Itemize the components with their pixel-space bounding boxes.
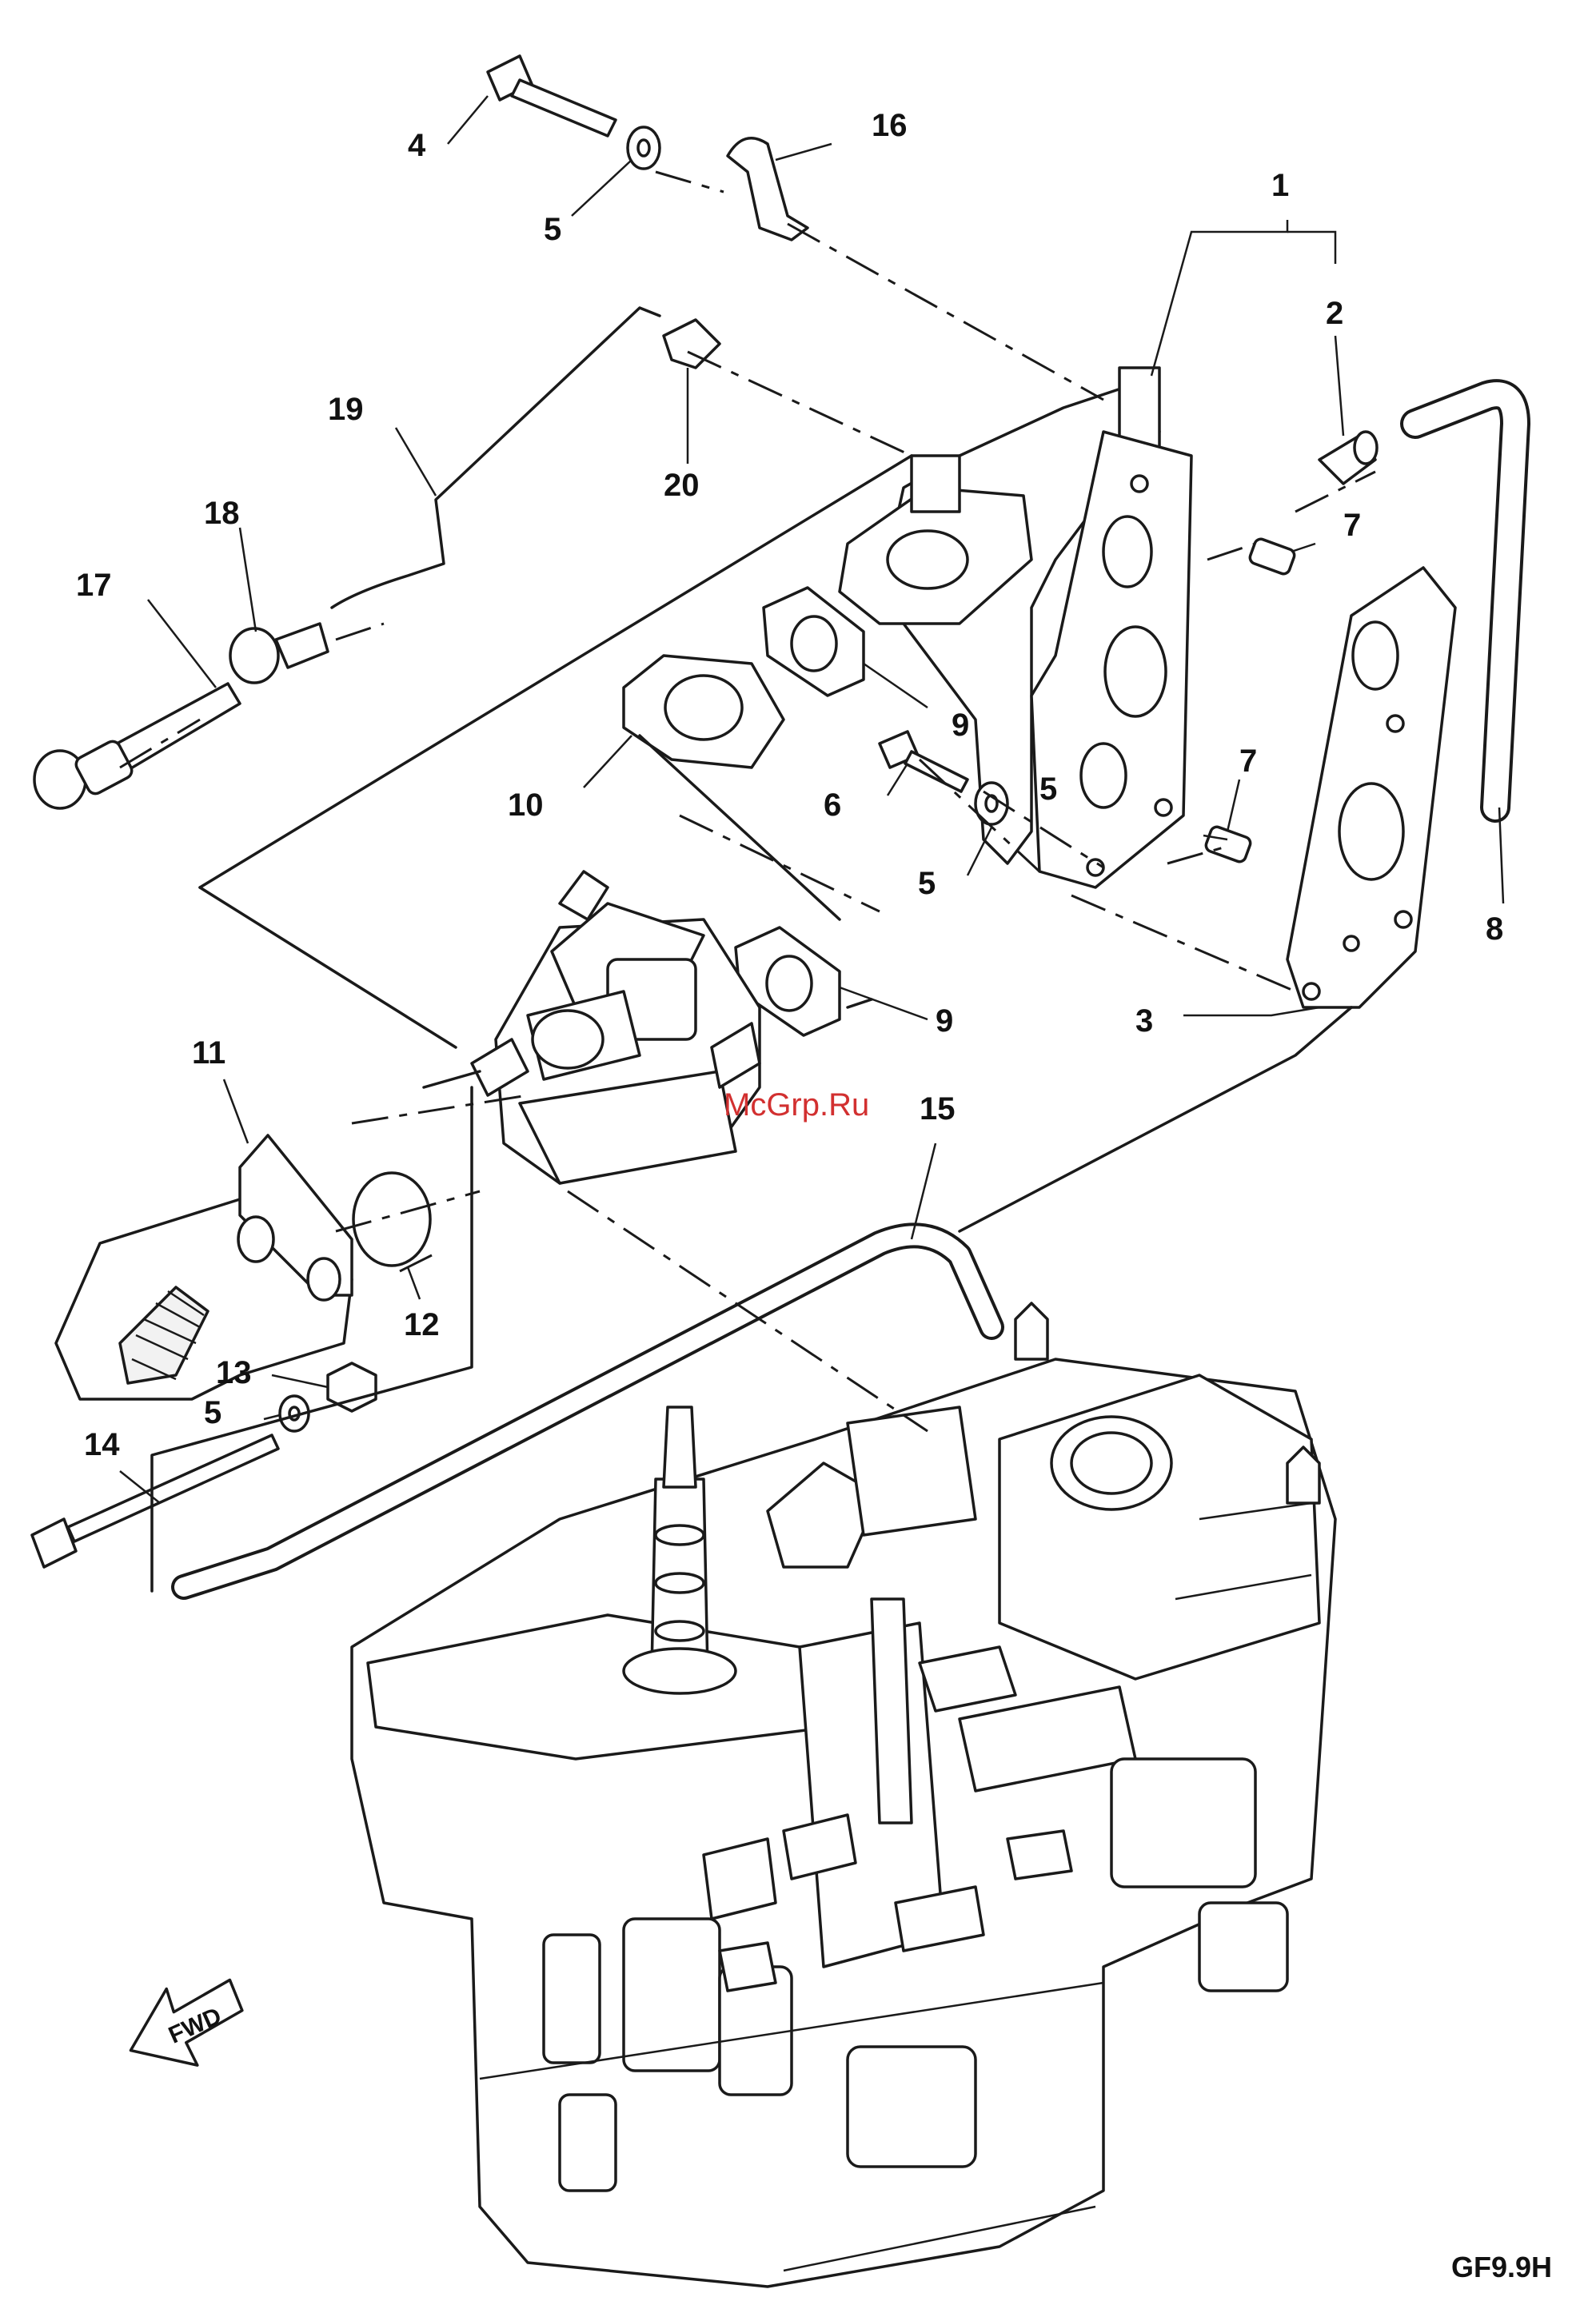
callout: 8 [1486,911,1503,947]
callout: 17 [76,568,112,603]
drawing-code: GF9.9H [1451,2251,1552,2283]
bolt [488,56,616,136]
callout: 16 [872,108,908,143]
callout: 19 [328,392,364,427]
choke-rod [332,308,660,608]
callout: 14 [84,1427,120,1462]
callout: 9 [952,708,969,743]
callout: 7 [1239,744,1257,779]
callout: 9 [936,1003,953,1039]
callout: 4 [408,128,426,163]
callout: 7 [1343,508,1361,543]
forward-direction-arrow: FWD [123,1979,249,2074]
callout: 15 [920,1091,956,1127]
callout: 13 [216,1355,252,1390]
choke-knob [230,624,328,683]
callout: 11 [192,1035,225,1071]
callout: 5 [918,866,936,901]
carburetor [472,871,760,1183]
callout: 6 [824,788,841,823]
callout: 5 [544,212,561,247]
dowel-pin [1248,537,1296,576]
callout: 12 [404,1307,440,1342]
watermark-text: McGrp.Ru [724,1087,869,1123]
air-silencer [56,1135,352,1399]
callout: 20 [664,468,700,503]
choke-lever [34,684,240,808]
callout: 10 [508,788,544,823]
carburetor-spacer [624,656,784,768]
callout: 2 [1326,296,1343,331]
callout: 18 [204,496,240,531]
callout: 5 [1039,772,1057,807]
rod-clip [664,320,720,368]
callout: 5 [204,1395,221,1430]
callout: 1 [1271,168,1289,203]
manifold-gasket [1287,568,1455,1007]
callout: 3 [1135,1003,1153,1039]
o-ring [353,1173,430,1266]
